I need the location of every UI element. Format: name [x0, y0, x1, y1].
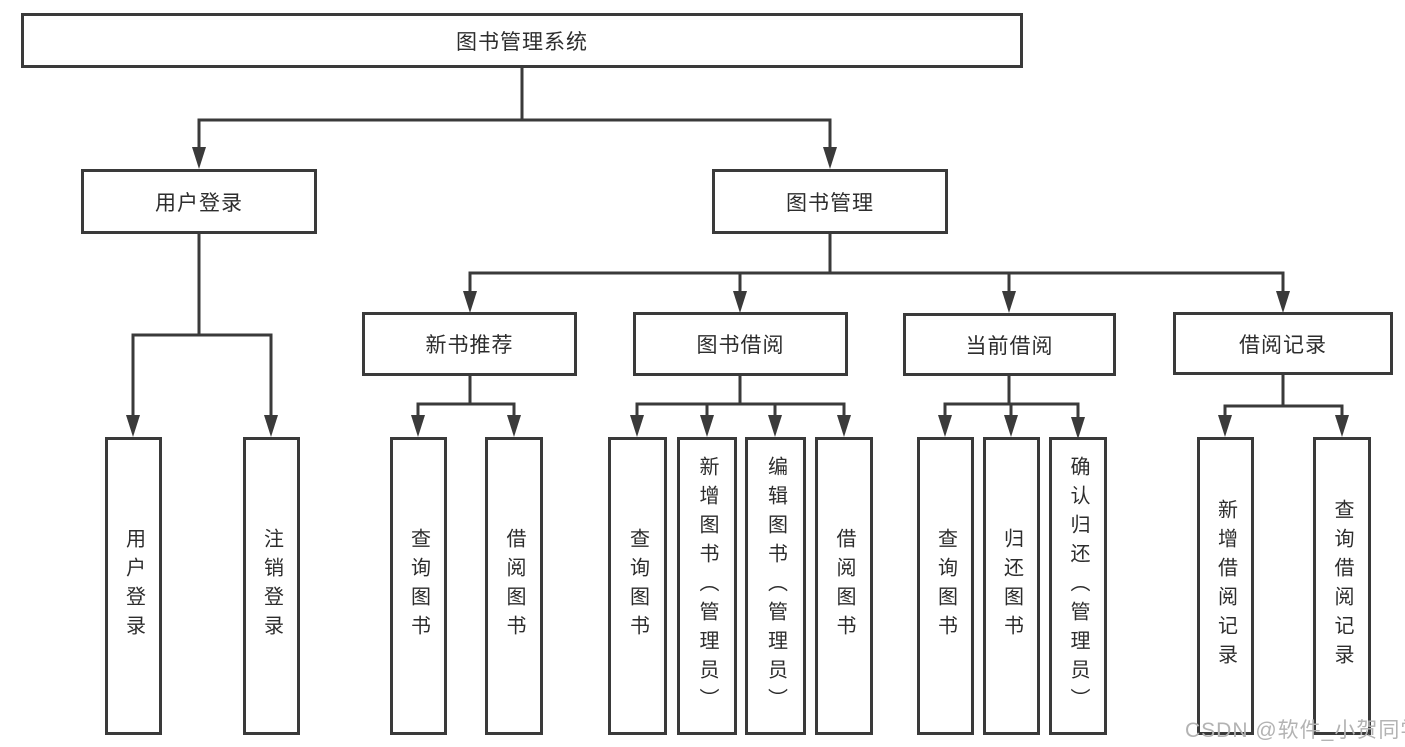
leaf-cb-query-books-label: 查询图书 — [934, 528, 957, 644]
leaf-rec-query-books: 查询图书 — [390, 437, 447, 735]
node-book-borrowing: 图书借阅 — [633, 312, 848, 376]
node-user-login-label: 用户登录 — [155, 191, 243, 215]
node-new-book-recommendation-label: 新书推荐 — [425, 334, 514, 357]
leaf-cb-return-books: 归还图书 — [983, 437, 1040, 735]
node-library-management-system: 图书管理系统 — [21, 13, 1023, 68]
leaf-user-login: 用户登录 — [105, 437, 162, 735]
leaf-bb-add-books-admin-label: 新增图书（管理员） — [696, 455, 718, 717]
leaf-cb-confirm-return-admin-label: 确认归还（管理员） — [1067, 455, 1089, 717]
csdn-watermark: CSDN @软件_小贺同学 — [1185, 719, 1405, 742]
node-book-management: 图书管理 — [712, 169, 948, 234]
leaf-bb-edit-books-admin: 编辑图书（管理员） — [745, 437, 806, 735]
leaf-cb-confirm-return-admin: 确认归还（管理员） — [1049, 437, 1107, 735]
leaf-bb-add-books-admin: 新增图书（管理员） — [677, 437, 737, 735]
leaf-logout: 注销登录 — [243, 437, 300, 735]
leaf-br-query-record-label: 查询借阅记录 — [1331, 499, 1353, 673]
leaf-bb-borrow-books-label: 借阅图书 — [833, 528, 855, 644]
node-book-borrowing-label: 图书借阅 — [696, 334, 785, 357]
node-user-login: 用户登录 — [81, 169, 317, 234]
node-current-borrowing: 当前借阅 — [903, 313, 1116, 376]
leaf-bb-query-books: 查询图书 — [608, 437, 667, 735]
leaf-cb-return-books-label: 归还图书 — [1000, 528, 1023, 644]
node-borrowing-records-label: 借阅记录 — [1239, 333, 1327, 357]
leaf-bb-edit-books-admin-label: 编辑图书（管理员） — [764, 455, 787, 717]
leaf-br-query-record: 查询借阅记录 — [1313, 437, 1371, 735]
node-new-book-recommendation: 新书推荐 — [362, 312, 577, 376]
leaf-br-add-record: 新增借阅记录 — [1197, 437, 1254, 735]
node-current-borrowing-label: 当前借阅 — [965, 334, 1054, 358]
leaf-bb-query-books-label: 查询图书 — [626, 528, 649, 644]
leaf-bb-borrow-books: 借阅图书 — [815, 437, 873, 735]
node-book-management-label: 图书管理 — [786, 191, 874, 215]
node-borrowing-records: 借阅记录 — [1173, 312, 1393, 375]
leaf-logout-label: 注销登录 — [260, 528, 283, 644]
node-library-management-system-label: 图书管理系统 — [456, 30, 588, 54]
leaf-rec-borrow-books: 借阅图书 — [485, 437, 543, 735]
leaf-user-login-label: 用户登录 — [122, 528, 145, 644]
leaf-br-add-record-label: 新增借阅记录 — [1214, 499, 1237, 673]
leaf-cb-query-books: 查询图书 — [917, 437, 974, 735]
leaf-rec-query-books-label: 查询图书 — [407, 528, 430, 644]
leaf-rec-borrow-books-label: 借阅图书 — [503, 528, 525, 644]
